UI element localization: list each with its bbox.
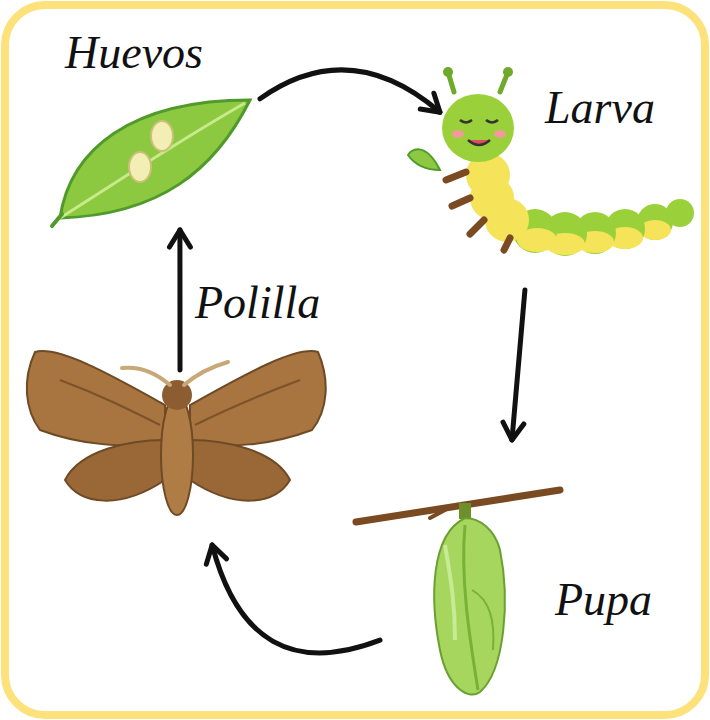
arrow-line (212, 545, 380, 653)
moth (27, 351, 326, 515)
arrow-line (177, 230, 182, 370)
arrow-head (206, 545, 226, 564)
stage-label: Larva (545, 83, 655, 134)
caterpillar (408, 67, 694, 256)
arrow-line (512, 290, 525, 440)
pupa (356, 490, 560, 695)
stage-node: Pupa (380, 440, 670, 700)
arrow-line (260, 70, 440, 112)
cycle-arrow (169, 230, 190, 370)
stage-node: Huevos (40, 25, 260, 230)
stage-label: Pupa (555, 575, 652, 626)
arrow-head (420, 93, 440, 112)
cycle-arrow (206, 545, 380, 653)
frame (5, 5, 705, 715)
cycle-arrow (503, 290, 525, 440)
cycle-arrow (260, 70, 440, 112)
stage-node: Larva (440, 65, 695, 290)
stage-label: Polilla (195, 278, 320, 329)
leaf-with-eggs (52, 100, 250, 226)
arrow-head (169, 230, 190, 247)
stage-node: Polilla (20, 370, 335, 545)
arrow-head (503, 422, 524, 440)
stage-label: Huevos (65, 28, 203, 79)
